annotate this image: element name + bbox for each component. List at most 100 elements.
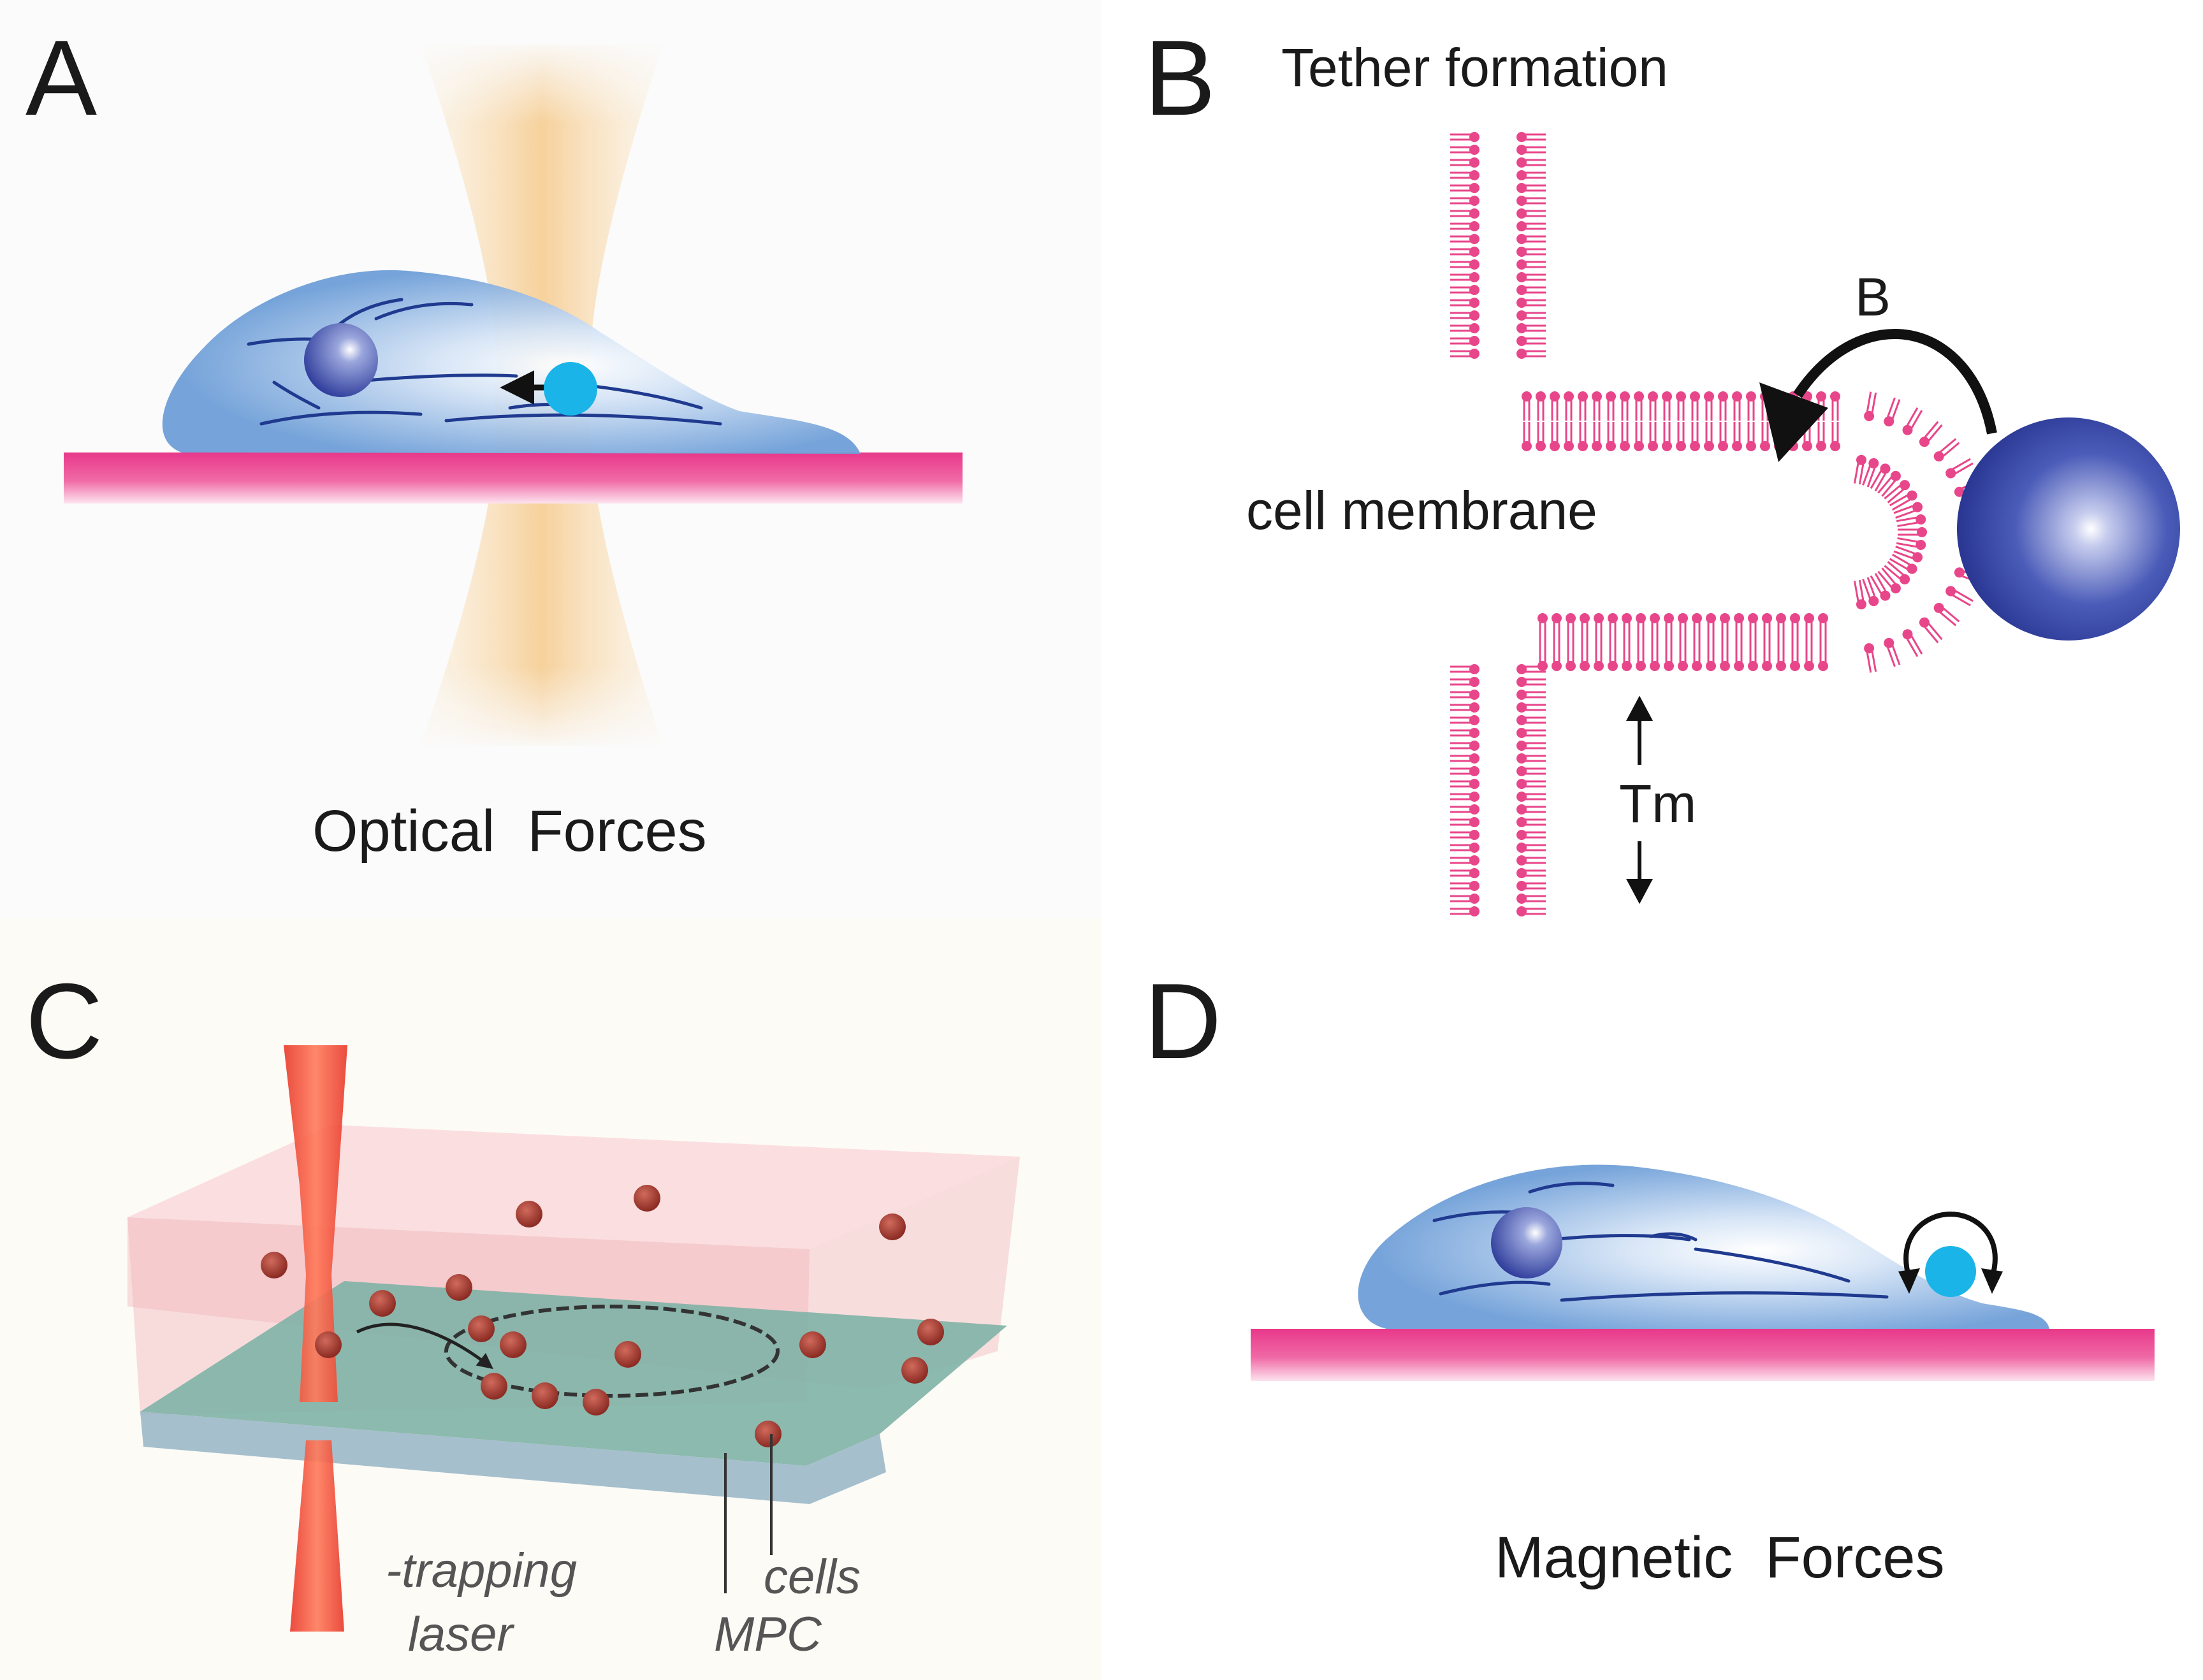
cell-particle xyxy=(315,1331,342,1358)
tether-force-arrow xyxy=(1793,329,1997,435)
lipid-molecule xyxy=(1450,894,1480,904)
rotation-arrows-d xyxy=(1903,1211,1998,1279)
lipid-molecule xyxy=(1760,422,1770,451)
laser-label-line2: laser xyxy=(408,1607,514,1662)
lipid-molecule xyxy=(1450,664,1480,674)
lipid-molecule xyxy=(1516,830,1546,840)
lipid-molecule xyxy=(1450,728,1480,738)
lipid-molecule xyxy=(1516,894,1546,904)
lipid-molecule xyxy=(1620,391,1630,421)
lipid-molecule xyxy=(1650,642,1660,671)
trapping-laser-lower xyxy=(290,1440,344,1632)
lipid-molecule xyxy=(1552,642,1562,671)
lipid-molecule xyxy=(1516,310,1546,321)
lipid-molecule xyxy=(1864,391,1877,421)
cell-particle xyxy=(901,1357,928,1384)
lipid-molecule xyxy=(1634,391,1644,421)
lipid-molecule xyxy=(1919,617,1943,644)
lipid-molecule xyxy=(1516,855,1546,865)
lipid-molecule xyxy=(1676,391,1686,421)
lipid-molecule xyxy=(1450,830,1480,840)
tension-label: Tm xyxy=(1619,774,1696,834)
lipid-molecule xyxy=(1516,323,1546,333)
lipid-molecule xyxy=(1516,843,1546,853)
lipid-molecule xyxy=(1648,422,1658,451)
lipid-molecule xyxy=(1592,391,1602,421)
lipid-molecule xyxy=(1516,259,1546,270)
lipid-molecule xyxy=(1516,183,1546,193)
lipid-molecule xyxy=(1636,613,1646,642)
lipid-molecule xyxy=(1450,804,1480,815)
lipid-molecule xyxy=(1522,391,1532,421)
lipid-molecule xyxy=(1933,438,1960,462)
cells-label: cells xyxy=(764,1550,861,1604)
lipid-molecule xyxy=(1884,397,1901,427)
magnetic-bead-b xyxy=(1957,417,2180,641)
tether-force-arrowhead xyxy=(1759,382,1828,462)
nucleus-a xyxy=(304,323,378,397)
lipid-molecule xyxy=(1902,629,1923,657)
lipid-molecule xyxy=(1862,458,1879,488)
lipid-molecule xyxy=(1692,642,1702,671)
lipid-molecule xyxy=(1690,391,1700,421)
magnetic-bead-d xyxy=(1925,1246,1976,1297)
lipid-molecule xyxy=(1720,613,1730,642)
panel-c-letter: C xyxy=(25,961,103,1081)
tension-arrows xyxy=(1626,695,1653,904)
lipid-molecule xyxy=(1870,463,1891,492)
lipid-molecule xyxy=(1450,132,1480,142)
lipid-molecule xyxy=(1538,613,1548,642)
cell-particle xyxy=(799,1331,826,1358)
lipid-molecule xyxy=(1516,728,1546,738)
lipid-molecule xyxy=(1450,183,1480,193)
lipid-molecule xyxy=(1522,422,1532,451)
tether-title: Tether formation xyxy=(1281,38,1668,98)
lipid-molecule xyxy=(1898,527,1927,537)
lipid-molecule xyxy=(1516,741,1546,751)
lipid-molecule xyxy=(1450,779,1480,789)
cell-particle xyxy=(369,1290,396,1317)
lipid-molecule xyxy=(1893,502,1923,519)
lipid-molecule xyxy=(1853,579,1866,610)
lipid-molecule xyxy=(1650,613,1660,642)
panel-a-letter: A xyxy=(25,18,97,138)
substrate-a xyxy=(64,453,963,503)
lipid-molecule xyxy=(1450,272,1480,282)
lipid-molecule xyxy=(1450,298,1480,308)
lipid-molecule xyxy=(1718,422,1728,451)
lipid-molecule xyxy=(1516,779,1546,789)
lipid-bilayer xyxy=(1450,132,1991,916)
lipid-molecule xyxy=(1516,753,1546,764)
lipid-molecule xyxy=(1622,642,1632,671)
lipid-molecule xyxy=(1889,490,1917,511)
lipid-molecule xyxy=(1664,613,1674,642)
lipid-molecule xyxy=(1550,422,1560,451)
lipid-molecule xyxy=(1450,868,1480,878)
lipid-molecule xyxy=(1594,613,1604,642)
laser-label-line1: -trapping xyxy=(386,1544,577,1598)
cell-particle xyxy=(917,1319,944,1345)
lipid-molecule xyxy=(1450,843,1480,853)
lipid-molecule xyxy=(1893,546,1923,563)
lipid-molecule xyxy=(1692,613,1702,642)
lipid-molecule xyxy=(1790,642,1800,671)
lipid-molecule xyxy=(1706,613,1716,642)
lipid-molecule xyxy=(1919,421,1943,447)
lipid-molecule xyxy=(1889,553,1917,574)
cell-body-d xyxy=(1358,1164,2049,1329)
lipid-molecule xyxy=(1550,391,1560,421)
cell-body-a xyxy=(162,270,861,454)
lipid-molecule xyxy=(1450,310,1480,321)
lipid-molecule xyxy=(1676,422,1686,451)
lipid-molecule xyxy=(1516,690,1546,700)
panel-c: C -trapping laser cells MPC xyxy=(0,918,1102,1680)
lipid-molecule xyxy=(1450,766,1480,776)
lipid-molecule xyxy=(1884,637,1901,667)
lipid-molecule xyxy=(1450,285,1480,295)
lipid-molecule xyxy=(1450,221,1480,231)
lipid-molecule xyxy=(1884,561,1910,584)
mpc-ring xyxy=(444,1305,780,1398)
lipid-molecule xyxy=(1450,196,1480,206)
lipid-molecule xyxy=(1538,642,1548,671)
